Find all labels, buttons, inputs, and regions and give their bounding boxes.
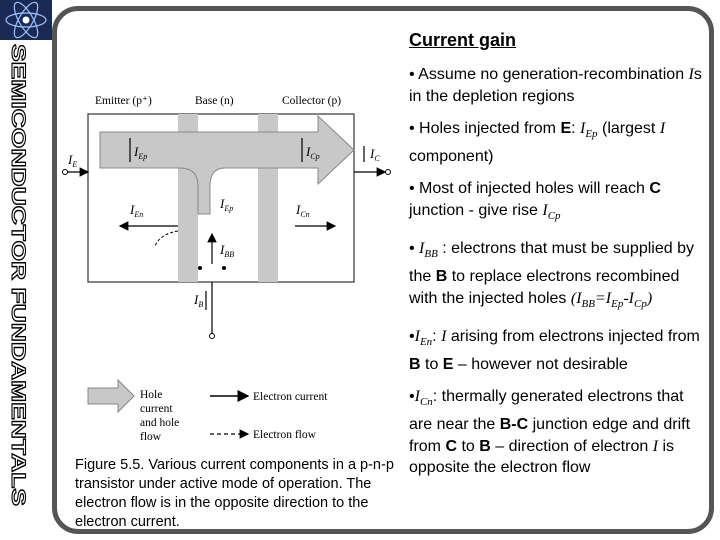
slide-title: Current gain — [409, 30, 517, 50]
side-title-text: SEMICONDUCTOR FUNDAMENTALS — [7, 44, 29, 506]
bullet-holes-injected: • Holes injected from E: IEp (largest I … — [409, 120, 666, 165]
bullet-ien: •IEn: I arising from electrons injected … — [409, 328, 700, 373]
icp-label: ICp — [305, 144, 320, 161]
hole-current-arrow — [99, 114, 355, 215]
iep-small-label: IEp — [219, 196, 233, 213]
base-label: Base (n) — [195, 95, 234, 107]
legend-electron-flow: Electron flow — [253, 429, 317, 441]
ibb-label: IBB — [219, 242, 234, 259]
electron-flow-curve — [154, 230, 179, 247]
bullet-assumption: • Assume no generation-recombination Is … — [409, 66, 702, 105]
legend-hole-4: flow — [140, 431, 162, 443]
bullet-ibb: • IBB : electrons that must be supplied … — [409, 240, 694, 310]
iep-label: IEp — [133, 144, 147, 161]
icn-label: ICn — [295, 202, 310, 219]
emitter-terminal — [62, 169, 68, 175]
legend-electron-current: Electron current — [253, 391, 328, 403]
legend-hole-3: and hole — [140, 417, 179, 429]
emitter-label: Emitter (p⁺) — [95, 95, 152, 107]
bullet-reach-collector: • Most of injected holes will reach C ju… — [409, 180, 661, 222]
electron-dot — [222, 266, 226, 270]
electron-dot — [198, 266, 202, 270]
atom-logo-icon — [0, 0, 52, 40]
legend-hole-2: current — [140, 403, 173, 415]
collector-label: Collector (p) — [282, 95, 341, 107]
bullet-icn: •ICn: thermally generated electrons that… — [409, 388, 691, 477]
base-terminal — [209, 333, 215, 339]
ien-label: IEn — [129, 202, 143, 219]
legend-hole-1: Hole — [140, 389, 162, 401]
legend-hole-arrow-icon — [87, 378, 135, 414]
bullet-list: • Assume no generation-recombination Is … — [409, 64, 709, 490]
vertical-side-title: SEMICONDUCTOR FUNDAMENTALS — [2, 40, 42, 510]
ie-label: IE — [67, 152, 77, 169]
collector-terminal — [385, 169, 391, 175]
ic-label: IC — [369, 146, 380, 163]
transistor-current-diagram: Emitter (p⁺) Base (n) Collector (p) IE I… — [62, 95, 391, 443]
figure-caption: Figure 5.5. Various current components i… — [75, 457, 394, 530]
ib-label: IB — [193, 292, 203, 309]
